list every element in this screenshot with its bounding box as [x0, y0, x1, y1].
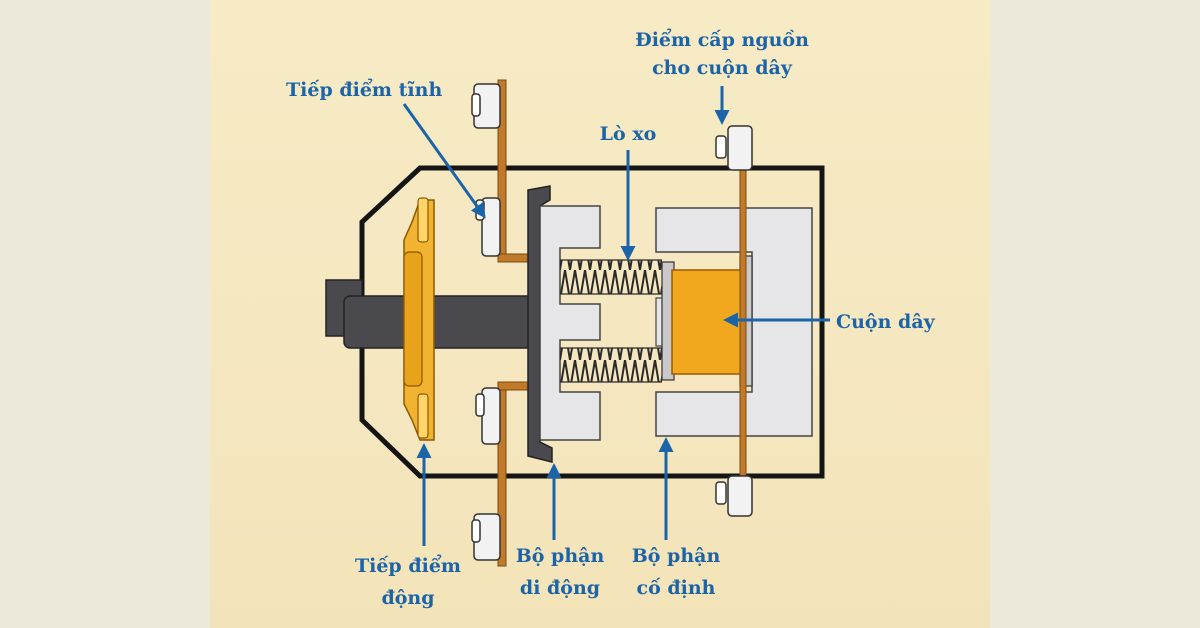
- label-diem-cap-nguon-line2: cho cuộn dây: [652, 57, 793, 79]
- label-cuon-day: Cuộn dây: [836, 311, 936, 333]
- spring-bottom: [560, 347, 662, 383]
- static-contact-bottom: [471, 381, 531, 567]
- label-tiep-diem-tinh: Tiếp điểm tĩnh: [286, 77, 442, 101]
- arrow-tiep-diem-tinh: [402, 103, 486, 219]
- housing-outline: [359, 165, 825, 479]
- armature: [527, 185, 601, 463]
- spring-top: [560, 259, 662, 295]
- label-bo-phan-di-dong-line2: di động: [520, 577, 600, 599]
- label-bo-phan-co-dinh-line2: cố định: [637, 577, 716, 599]
- moving-contact: [403, 197, 435, 441]
- label-tiep-diem-dong-line1: Tiếp điểm: [355, 553, 461, 577]
- coil-supply-terminal: [715, 125, 753, 517]
- label-diem-cap-nguon-line1: Điểm cấp nguồn: [635, 27, 809, 51]
- label-bo-phan-co-dinh-line1: Bộ phận: [632, 545, 721, 567]
- plunger-shaft: [325, 279, 539, 349]
- label-bo-phan-di-dong-line1: Bộ phận: [516, 545, 605, 567]
- label-lo-xo: Lò xo: [600, 123, 657, 145]
- label-tiep-diem-dong-line2: động: [381, 587, 434, 609]
- static-contact-top: [471, 79, 531, 263]
